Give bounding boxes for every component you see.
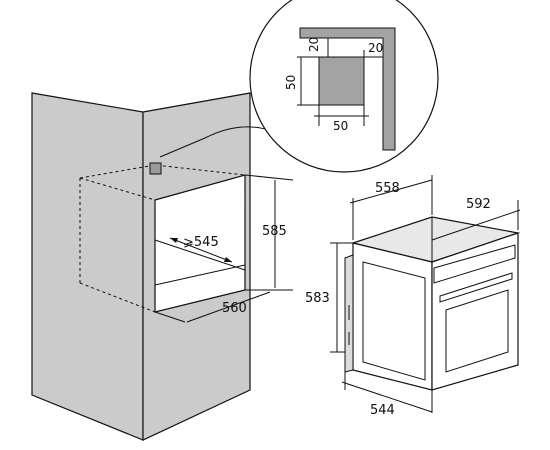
cabinet-dimensions: 585 ⩾545 560: [154, 174, 294, 323]
dim-544-line: [341, 381, 433, 413]
niche-depth-value: 545: [194, 235, 219, 250]
detail-callout: 20 20 50 50: [159, 0, 439, 173]
ventilation-cutout: [149, 162, 162, 175]
oven-dimensions: 558 592 583 544: [305, 175, 521, 418]
offset-right-label: 20: [368, 41, 383, 55]
cabinet-left-face: [31, 92, 144, 441]
oven-width-label: 592: [466, 197, 491, 212]
niche-width-label: 560: [222, 301, 247, 316]
oven-door-side: [352, 242, 433, 391]
cabinet: [31, 92, 251, 441]
niche-depth-label: ⩾545: [183, 235, 219, 250]
panel-corner: [299, 27, 396, 151]
niche-height-label: 585: [262, 224, 287, 239]
oven-window: [445, 289, 509, 373]
offset-top-label: 20: [307, 37, 321, 52]
niche-floor-line: [154, 264, 246, 286]
recess-diag-dashed: [79, 177, 156, 201]
dim-560-ext-left: [154, 311, 186, 323]
dim-545-arrow-end: [224, 257, 232, 262]
dim-592-line: [431, 209, 521, 241]
recess-bottom-dashed: [79, 282, 156, 313]
oven-depth-label: 558: [375, 181, 400, 196]
dim-545-line: [169, 237, 233, 263]
cutout-horizontal-label: 50: [333, 119, 348, 133]
oven-body-depth-label: 544: [370, 403, 395, 418]
oven-handle: [439, 272, 513, 303]
oven: [344, 216, 521, 391]
cutout-vertical-label: 50: [284, 75, 298, 90]
recess-top-dashed: [79, 164, 246, 179]
oven-height-label: 583: [305, 291, 330, 306]
niche-depth-prefix: ⩾: [183, 235, 194, 250]
dim-585-ext-top: [244, 174, 294, 181]
cutout-square: [318, 56, 365, 106]
niche-inner-line: [154, 239, 246, 271]
dim-560-line: [186, 291, 271, 323]
dim-558-line: [349, 179, 433, 204]
oven-door-window-left: [362, 261, 426, 381]
dim-545-arrow-start: [170, 238, 178, 243]
oven-control-panel: [433, 244, 516, 284]
